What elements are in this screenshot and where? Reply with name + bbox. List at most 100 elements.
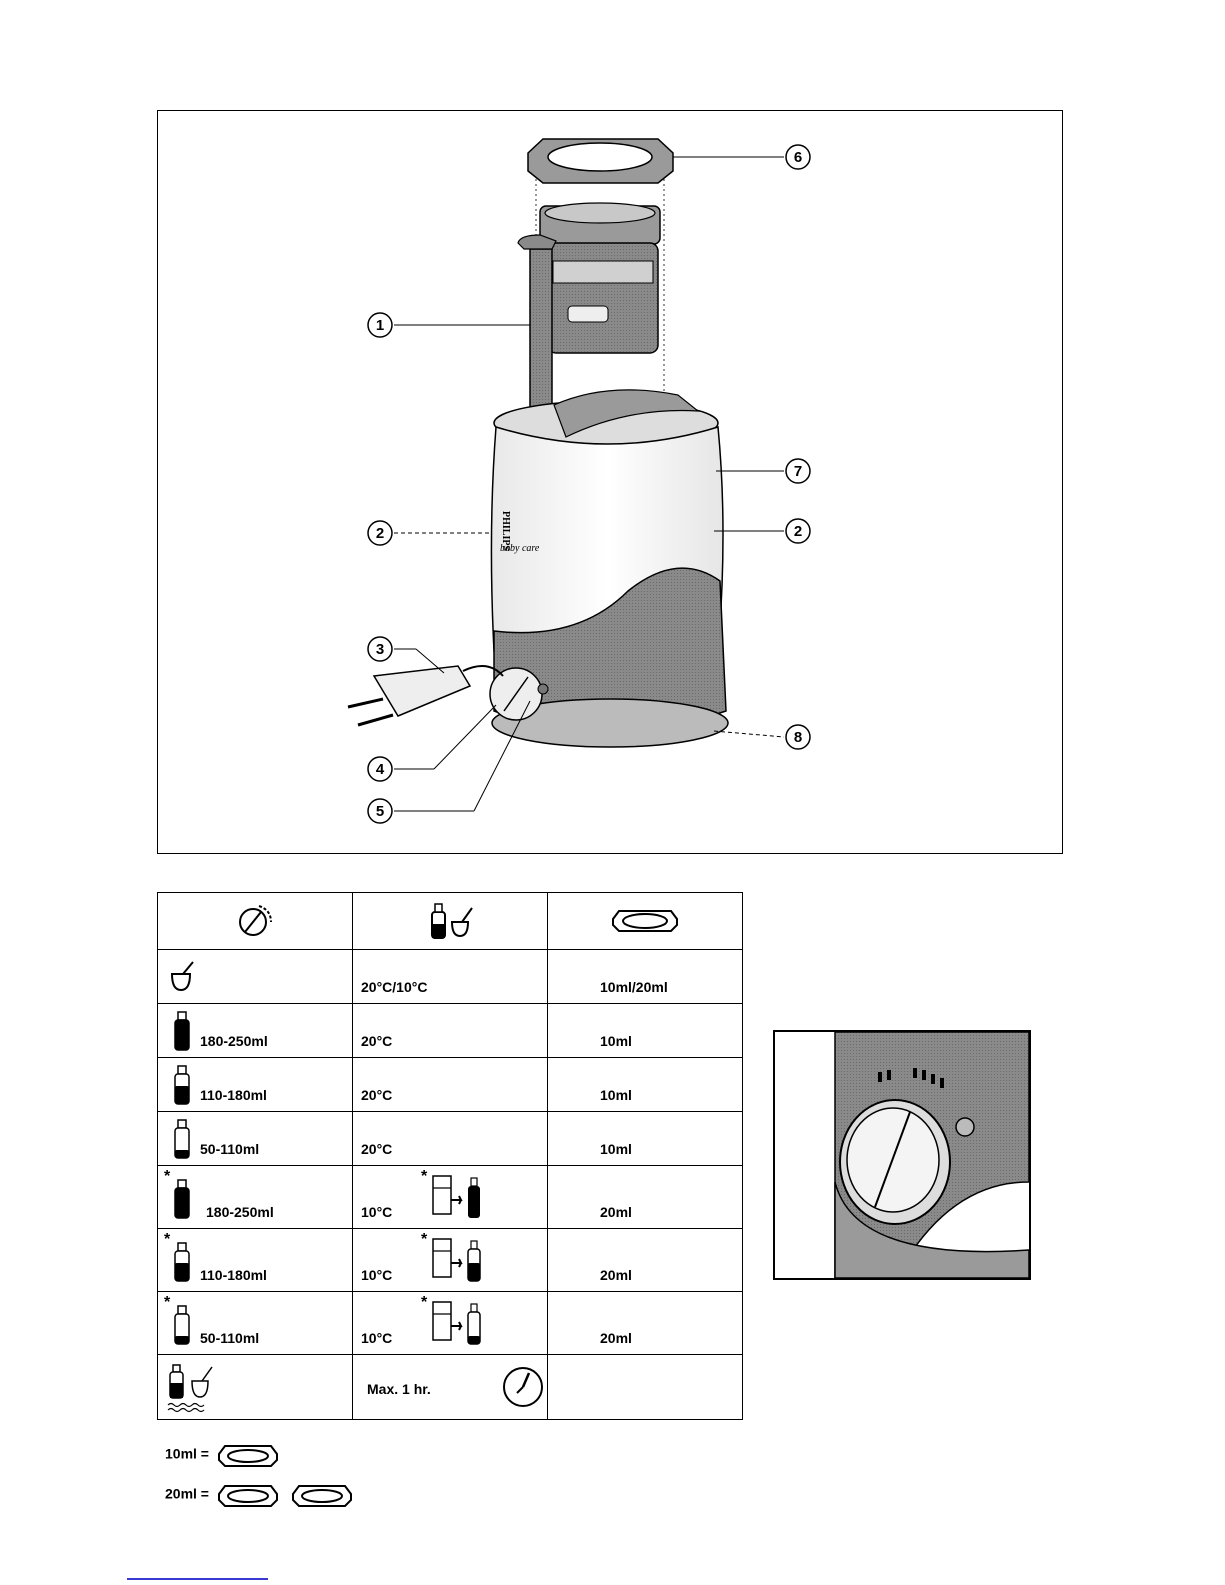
temp-cell: 10°C * — [353, 1229, 548, 1292]
temp-cell: 10°C * — [353, 1292, 548, 1355]
temp-label: 20°C — [361, 1033, 392, 1049]
ring-cell: 20ml — [548, 1292, 743, 1355]
asterisk-icon: * — [421, 1168, 427, 1186]
callout-6: 6 — [794, 149, 802, 166]
time-cell: Max. 1 hr. — [353, 1355, 548, 1420]
callout-2-right: 2 — [794, 523, 802, 540]
temp-label: 10°C — [361, 1204, 392, 1220]
ring-cell: 10ml/20ml — [548, 950, 743, 1004]
table-row: * 180-250ml 10°C * 20ml — [158, 1166, 743, 1229]
callout-4: 4 — [376, 761, 385, 778]
table-row: * 50-110ml 10°C * 20ml — [158, 1292, 743, 1355]
table-row: 50-110ml 20°C 10ml — [158, 1112, 743, 1166]
fridge-to-bottle-icon — [431, 1300, 491, 1350]
bottle-small-icon — [172, 1304, 192, 1346]
asterisk-icon: * — [164, 1294, 170, 1312]
ring-icon — [213, 1440, 283, 1470]
ring-label: 20ml — [600, 1330, 632, 1346]
bottle-jar-header — [353, 893, 548, 950]
footer-link-underline — [127, 1578, 268, 1580]
volume-label: 110-180ml — [200, 1087, 267, 1103]
asterisk-icon: * — [421, 1294, 427, 1312]
temp-cell: 20°C — [353, 1058, 548, 1112]
dial-header — [158, 893, 353, 950]
clock-icon — [501, 1365, 545, 1409]
product-diagram: PHILIPS baby care — [157, 110, 1063, 854]
settings-table: 20°C/10°C 10ml/20ml 180-250ml 20°C 10ml … — [157, 892, 743, 1420]
bottle-full-icon — [172, 1010, 192, 1052]
jar-icon — [168, 960, 198, 994]
temp-label: 10°C — [361, 1267, 392, 1283]
ring-icon — [605, 903, 685, 937]
bottle-medium-icon — [172, 1064, 192, 1106]
ring-header — [548, 893, 743, 950]
asterisk-icon: * — [164, 1231, 170, 1249]
volume-label: 50-110ml — [200, 1141, 259, 1157]
ring-label: 20ml — [600, 1267, 632, 1283]
ring-label: 10ml/20ml — [600, 979, 668, 995]
ring-icon — [213, 1480, 283, 1510]
bottle-full-icon — [172, 1178, 192, 1220]
legend-10ml-label: 10ml = — [165, 1446, 209, 1462]
knob-closeup-illustration — [775, 1032, 1029, 1278]
legend-20ml: 20ml = — [165, 1480, 357, 1510]
insert-part — [540, 203, 660, 353]
ring-part — [528, 139, 673, 183]
ring-cell: 10ml — [548, 1004, 743, 1058]
ring-cell — [548, 1355, 743, 1420]
temp-label: 20°C — [361, 1141, 392, 1157]
table-row: Max. 1 hr. — [158, 1355, 743, 1420]
volume-label: 180-250ml — [206, 1204, 274, 1220]
table-header-row — [158, 893, 743, 950]
dial-setting-cell: 110-180ml — [158, 1058, 353, 1112]
callout-2-left: 2 — [376, 525, 384, 542]
dial-setting-cell: 180-250ml — [158, 1004, 353, 1058]
dial-icon — [235, 900, 275, 940]
asterisk-icon: * — [164, 1168, 170, 1186]
legend-10ml: 10ml = — [165, 1440, 283, 1470]
table-row: 180-250ml 20°C 10ml — [158, 1004, 743, 1058]
volume-label: 50-110ml — [200, 1330, 259, 1346]
ring-label: 10ml — [600, 1087, 632, 1103]
dial-setting-cell: * 50-110ml — [158, 1292, 353, 1355]
dial-setting-cell — [158, 1355, 353, 1420]
bottle-and-jar-icon — [420, 898, 480, 942]
dial-setting-cell — [158, 950, 353, 1004]
ring-cell: 10ml — [548, 1058, 743, 1112]
ring-cell: 10ml — [548, 1112, 743, 1166]
callout-7: 7 — [794, 463, 802, 480]
ring-cell: 20ml — [548, 1229, 743, 1292]
table-row: * 110-180ml 10°C * 20ml — [158, 1229, 743, 1292]
volume-label: 110-180ml — [200, 1267, 267, 1283]
max-time-label: Max. 1 hr. — [367, 1381, 431, 1397]
bottle-and-jar-warm-icon — [166, 1361, 226, 1415]
fridge-to-bottle-icon — [431, 1237, 491, 1287]
temp-cell: 20°C — [353, 1112, 548, 1166]
callout-1: 1 — [376, 317, 384, 334]
temp-cell: 10°C * — [353, 1166, 548, 1229]
temp-cell: 20°C — [353, 1004, 548, 1058]
dial-setting-cell: * 180-250ml — [158, 1166, 353, 1229]
table-row: 110-180ml 20°C 10ml — [158, 1058, 743, 1112]
asterisk-icon: * — [421, 1231, 427, 1249]
ring-label: 10ml — [600, 1141, 632, 1157]
temp-label: 20°C — [361, 1087, 392, 1103]
callout-8: 8 — [794, 729, 802, 746]
temp-label: 20°C/10°C — [361, 979, 427, 995]
ring-icon — [287, 1480, 357, 1510]
bottle-small-icon — [172, 1118, 192, 1160]
dial-setting-cell: * 110-180ml — [158, 1229, 353, 1292]
volume-label: 180-250ml — [200, 1033, 268, 1049]
knob-detail-view — [773, 1030, 1031, 1280]
dial-setting-cell: 50-110ml — [158, 1112, 353, 1166]
ring-cell: 20ml — [548, 1166, 743, 1229]
callout-3: 3 — [376, 641, 384, 658]
callout-5: 5 — [376, 803, 384, 820]
sub-brand-text: baby care — [500, 543, 540, 554]
fridge-to-bottle-icon — [431, 1174, 491, 1224]
legend-20ml-label: 20ml = — [165, 1486, 209, 1502]
temp-cell: 20°C/10°C — [353, 950, 548, 1004]
ring-label: 20ml — [600, 1204, 632, 1220]
mains-plug — [348, 666, 503, 725]
ring-label: 10ml — [600, 1033, 632, 1049]
